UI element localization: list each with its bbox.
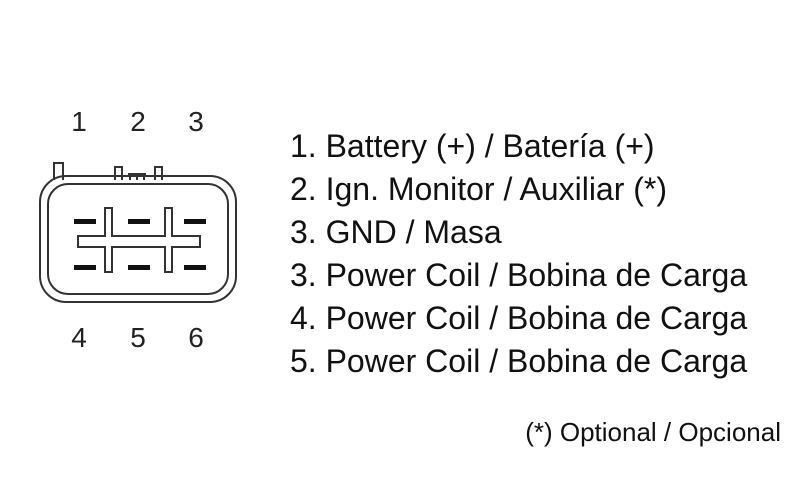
pin-legend: 1. Battery (+) / Batería (+) 2. Ign. Mon… [290, 125, 747, 383]
legend-item: 3. Power Coil / Bobina de Carga [290, 257, 748, 293]
pin-label-3: 3 [188, 106, 204, 137]
connector-inner-housing [47, 183, 229, 295]
pin-label-4: 4 [71, 322, 87, 353]
legend-item: 5. Power Coil / Bobina de Carga [290, 343, 748, 379]
connector-top-tab-2 [154, 166, 163, 180]
terminal-pin-3 [184, 219, 206, 224]
pin-label-1: 1 [71, 106, 87, 137]
terminal-pin-5 [128, 265, 150, 270]
connector-left-tab [53, 162, 64, 180]
pin-label-5: 5 [130, 322, 146, 353]
terminal-pin-1 [74, 219, 96, 224]
terminal-pin-6 [184, 265, 206, 270]
pin-label-2: 2 [130, 106, 146, 137]
legend-item: 3. GND / Masa [290, 214, 502, 250]
pin-label-6: 6 [188, 322, 204, 353]
terminal-pin-4 [74, 265, 96, 270]
terminal-pin-2 [128, 219, 150, 224]
optional-footnote: (*) Optional / Opcional [525, 417, 781, 447]
connector-key-channel [77, 207, 201, 273]
legend-item: 1. Battery (+) / Batería (+) [290, 128, 655, 164]
legend-item: 4. Power Coil / Bobina de Carga [290, 300, 748, 336]
connector-outer-housing [39, 175, 237, 303]
legend-item: 2. Ign. Monitor / Auxiliar (*) [290, 171, 668, 207]
connector-diagram [39, 162, 237, 303]
connector-top-tab-1 [114, 166, 123, 180]
